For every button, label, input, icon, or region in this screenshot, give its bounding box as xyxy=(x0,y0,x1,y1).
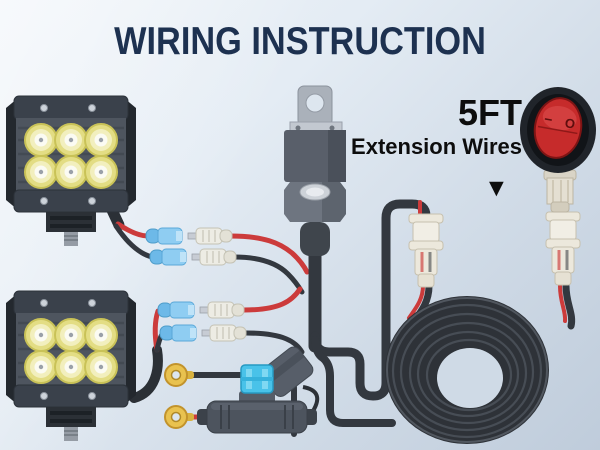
extension-wire-callout: 5FT Extension Wires xyxy=(351,94,522,158)
switch-rocker[interactable]: − O xyxy=(530,94,586,161)
led-array xyxy=(24,318,118,384)
fuse-holder xyxy=(197,346,320,434)
spade-pair-1-black xyxy=(149,248,237,266)
led-array xyxy=(24,123,118,189)
mounting-bracket xyxy=(46,407,96,441)
switch-on-mark: − xyxy=(543,111,554,128)
rocker-switch: − O xyxy=(520,87,596,213)
blade-fuse xyxy=(240,364,274,394)
relay xyxy=(284,85,346,256)
led-pod-2 xyxy=(6,290,136,441)
ring-terminal-ground xyxy=(164,363,194,387)
relay-wire-sleeve xyxy=(300,222,330,256)
relay-mounting-tab xyxy=(297,85,333,127)
led-pod-1 xyxy=(6,95,136,246)
mounting-bracket xyxy=(46,212,96,246)
wire-length-label: 5FT xyxy=(457,92,522,133)
inline-connector-b xyxy=(545,211,581,286)
inline-connector-a xyxy=(408,213,444,288)
wire-coil xyxy=(385,296,549,444)
switch-off-mark: O xyxy=(564,115,577,132)
page-title: WIRING INSTRUCTION xyxy=(114,20,486,63)
extension-wires-label: Extension Wires xyxy=(351,133,522,159)
spade-pair-1-red xyxy=(145,227,233,245)
ring-terminal-power xyxy=(164,405,194,429)
spade-pair-2-black xyxy=(159,324,247,342)
down-arrow-icon: ▼ xyxy=(484,174,509,202)
spade-pair-2-red xyxy=(157,301,245,319)
